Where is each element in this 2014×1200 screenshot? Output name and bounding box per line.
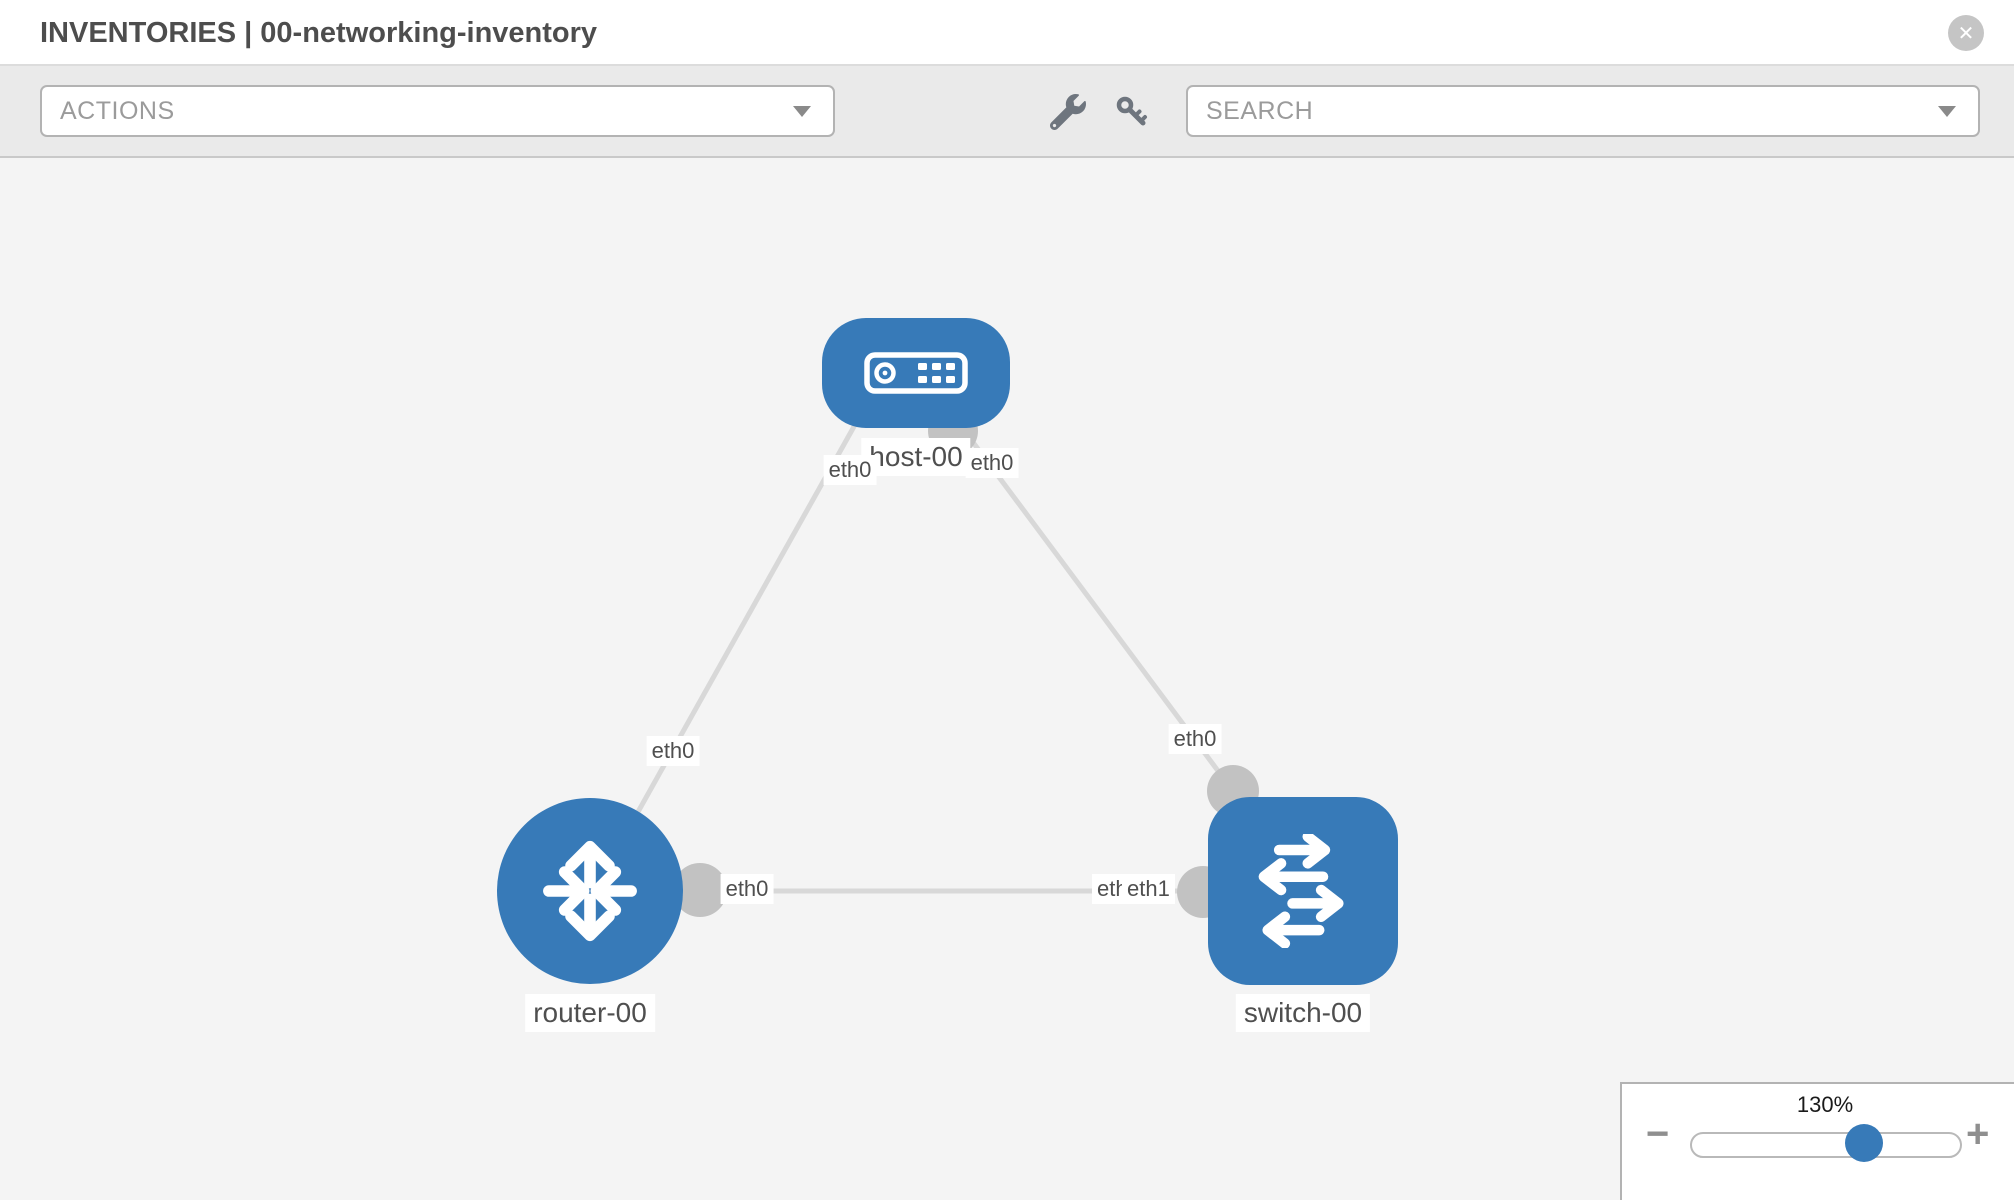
interface-label: eth0 [646, 736, 700, 766]
zoom-slider-handle[interactable] [1845, 1124, 1883, 1162]
close-icon[interactable]: ✕ [1948, 15, 1984, 51]
key-icon[interactable] [1114, 94, 1150, 130]
node-label-router: router-00 [525, 994, 655, 1032]
header: INVENTORIES | 00-networking-inventory ✕ [0, 0, 2014, 66]
chevron-down-icon [793, 105, 811, 117]
node-host-00[interactable] [822, 318, 1010, 428]
interface-label: eth0 [823, 455, 877, 485]
switch-icon [1258, 834, 1344, 948]
toolbar: ACTIONS [0, 66, 2014, 158]
zoom-in-button[interactable]: + [1966, 1112, 1990, 1156]
actions-dropdown-label: ACTIONS [60, 96, 175, 125]
interface-label: eth0 [965, 448, 1019, 478]
interface-label: eth1 [1122, 874, 1175, 904]
node-router-00[interactable] [497, 798, 683, 984]
interface-label: eth0 [720, 874, 774, 904]
chevron-down-icon [1938, 105, 1956, 117]
node-label-switch: switch-00 [1235, 994, 1371, 1032]
node-switch-00[interactable] [1208, 797, 1398, 985]
wrench-icon[interactable] [1050, 94, 1086, 130]
zoom-out-button[interactable]: − [1646, 1112, 1670, 1156]
search-dropdown[interactable] [1186, 85, 1980, 137]
zoom-slider-track[interactable] [1690, 1124, 1962, 1162]
router-icon [543, 840, 637, 942]
links-layer [590, 396, 1259, 918]
node-label-host: host-00 [861, 438, 971, 476]
zoom-panel: 130% − + [1620, 1082, 2014, 1200]
actions-dropdown[interactable]: ACTIONS [40, 85, 835, 137]
page-title: INVENTORIES | 00-networking-inventory [40, 17, 598, 49]
interface-label: eth0 [1168, 724, 1222, 754]
host-icon [864, 352, 968, 394]
zoom-level-value: 130% [1796, 1092, 1854, 1117]
search-input[interactable] [1188, 95, 1938, 127]
interface-connector-router [673, 863, 727, 917]
topology-canvas[interactable]: host-00 router-00 switch-00 eth0 eth0 et… [0, 158, 2014, 1200]
